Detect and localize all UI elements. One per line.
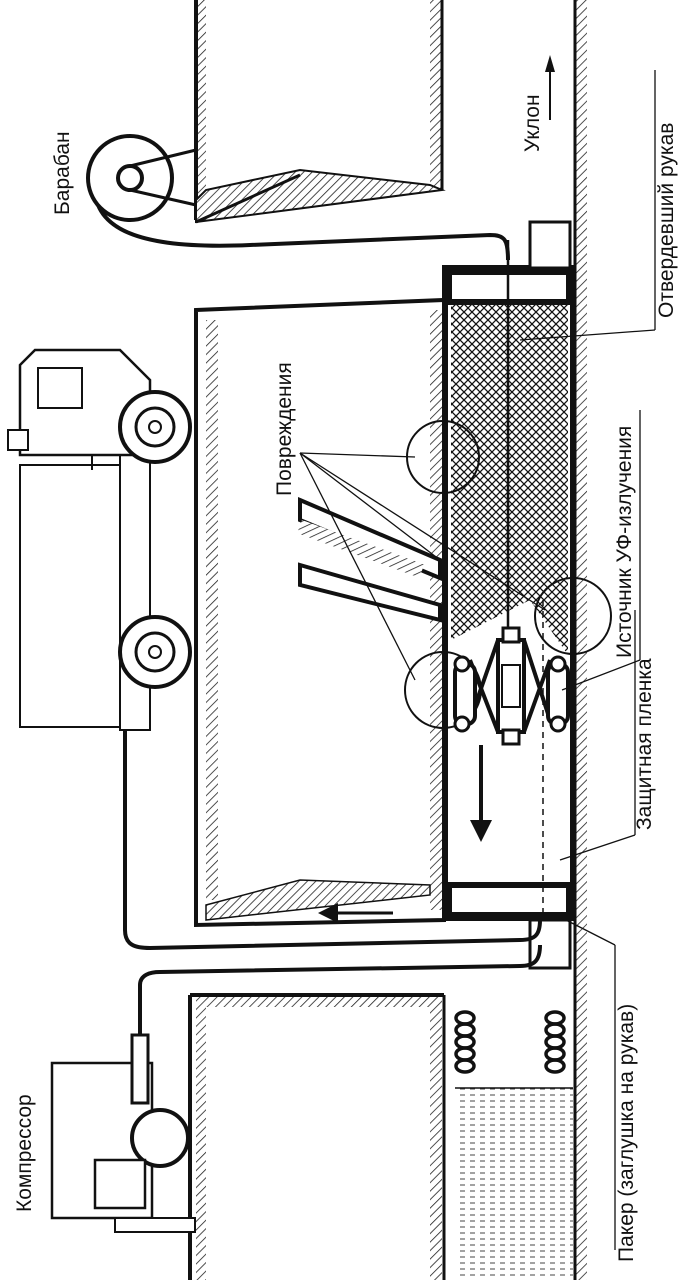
travel-arrow: [470, 745, 492, 842]
truck-icon: [7, 348, 192, 731]
slope-arrow: [545, 55, 555, 120]
plug-coils: [454, 1010, 566, 1074]
upper-fitting: [528, 220, 572, 270]
air-hose: [138, 944, 542, 1035]
lateral-pipes: [297, 496, 442, 623]
label-damages: Повреждения: [273, 362, 296, 496]
water: [455, 1088, 573, 1280]
middle-manhole: [194, 297, 446, 928]
drum-icon: [86, 134, 197, 222]
compressor-icon: [50, 1033, 196, 1233]
return-hose: [123, 730, 542, 951]
uv-lamp-icon: [453, 626, 570, 746]
liner-tube: [442, 240, 576, 921]
label-slope: Уклон: [521, 94, 544, 152]
label-drum: Барабан: [51, 131, 74, 215]
lower-manhole: [188, 993, 446, 1280]
upper-manhole: [194, 0, 446, 224]
damage-leaders: [299, 452, 546, 681]
label-packer: Пакер (заглушка на рукав): [615, 1003, 638, 1262]
label-protective-film: Защитная пленка: [633, 658, 656, 830]
label-compressor: Компрессор: [13, 1094, 36, 1212]
lower-fitting: [528, 918, 572, 970]
air-flow-arrow: [318, 903, 393, 923]
label-cured-hose: Отвердевший рукав: [655, 122, 678, 318]
label-uv-source: Источник УФ-излучения: [613, 425, 636, 658]
